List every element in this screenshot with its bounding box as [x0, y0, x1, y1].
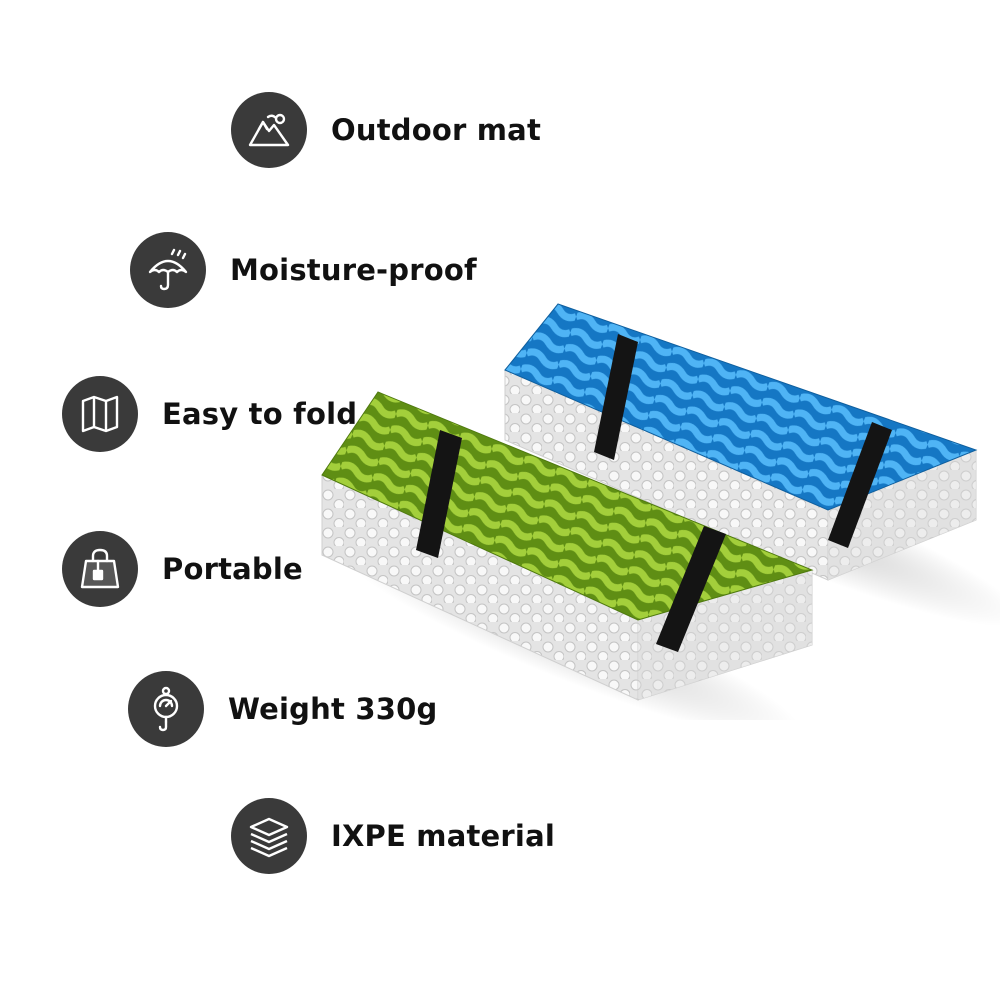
folded-map-icon — [62, 376, 138, 452]
feature-label: Weight 330g — [228, 692, 438, 726]
feature-label: Easy to fold — [162, 397, 358, 431]
umbrella-rain-icon — [130, 232, 206, 308]
layers-icon — [231, 798, 307, 874]
feature-portable: Portable — [62, 529, 303, 609]
folded-foam-mats-image — [321, 303, 1000, 720]
feature-label: IXPE material — [331, 819, 555, 853]
feature-label: Portable — [162, 552, 303, 586]
green-mat — [321, 391, 814, 701]
feature-label: Outdoor mat — [331, 113, 542, 147]
feature-weight: Weight 330g — [128, 669, 437, 749]
mountain-icon — [231, 92, 307, 168]
feature-easy-to-fold: Easy to fold — [62, 374, 357, 454]
blue-mat — [504, 303, 978, 581]
feature-moisture-proof: Moisture-proof — [130, 230, 477, 310]
shopping-bag-icon — [62, 531, 138, 607]
feature-material: IXPE material — [231, 796, 555, 876]
feature-label: Moisture-proof — [230, 253, 477, 287]
hanging-scale-icon — [128, 671, 204, 747]
feature-outdoor-mat: Outdoor mat — [231, 90, 541, 170]
